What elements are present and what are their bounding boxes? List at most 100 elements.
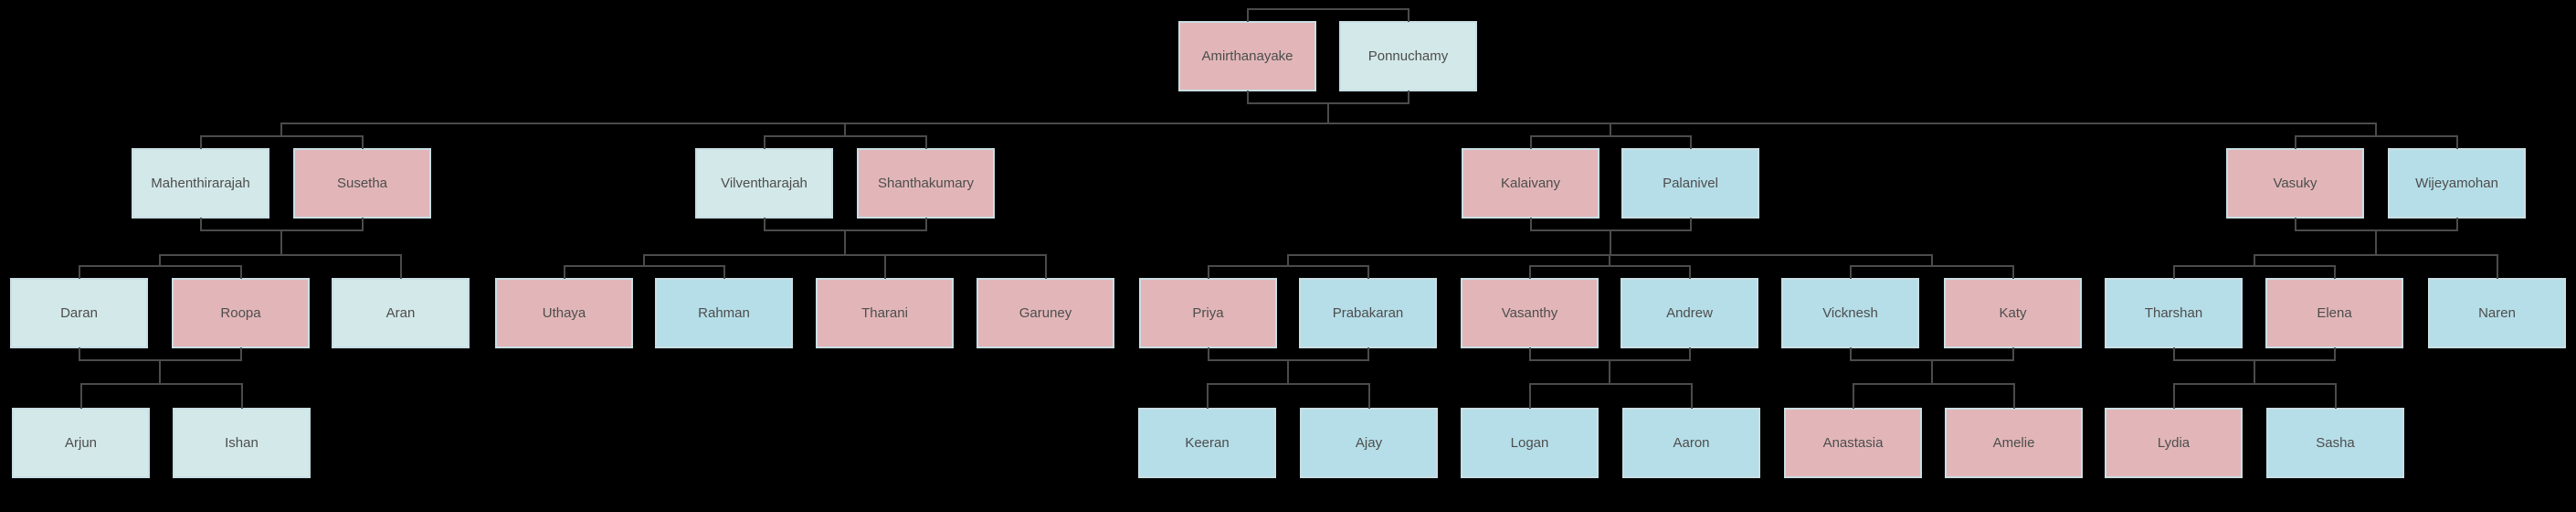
connector-line bbox=[883, 254, 886, 279]
connector-line bbox=[1367, 265, 1369, 279]
person-node-vicknesh[interactable]: Vicknesh bbox=[1781, 278, 1919, 348]
person-name-label: Rahman bbox=[698, 305, 750, 321]
connector-line bbox=[1528, 383, 1531, 409]
person-node-amirthanayake[interactable]: Amirthanayake bbox=[1178, 21, 1316, 91]
person-node-naren[interactable]: Naren bbox=[2428, 278, 2566, 348]
person-name-label: Katy bbox=[1999, 305, 2027, 321]
connector-line bbox=[78, 347, 80, 361]
connector-line bbox=[763, 218, 765, 231]
person-node-wijeyamohan[interactable]: Wijeyamohan bbox=[2388, 148, 2526, 219]
connector-line bbox=[1206, 383, 1209, 409]
connector-line bbox=[1610, 123, 1611, 137]
connector-line bbox=[199, 135, 202, 149]
connector-line bbox=[844, 229, 846, 256]
connector-line bbox=[1688, 265, 1691, 279]
connector-line bbox=[2253, 254, 2498, 256]
connector-line bbox=[1407, 91, 1409, 104]
connector-line bbox=[1930, 254, 1933, 267]
connector-line bbox=[2333, 265, 2336, 279]
person-name-label: Keeran bbox=[1185, 435, 1230, 451]
person-node-shanthakumary[interactable]: Shanthakumary bbox=[857, 148, 995, 219]
person-node-kalaivany[interactable]: Kalaivany bbox=[1462, 148, 1599, 219]
person-node-vasanthy[interactable]: Vasanthy bbox=[1461, 278, 1599, 348]
person-name-label: Logan bbox=[1510, 435, 1549, 451]
person-node-andrew[interactable]: Andrew bbox=[1621, 278, 1758, 348]
person-node-logan[interactable]: Logan bbox=[1461, 408, 1599, 478]
person-node-uthaya[interactable]: Uthaya bbox=[495, 278, 633, 348]
connector-line bbox=[1528, 265, 1531, 279]
person-name-label: Vicknesh bbox=[1822, 305, 1878, 321]
person-node-prabakaran[interactable]: Prabakaran bbox=[1299, 278, 1437, 348]
person-node-garuney[interactable]: Garuney bbox=[977, 278, 1114, 348]
person-name-label: Sasha bbox=[2316, 435, 2355, 451]
connector-line bbox=[2334, 383, 2337, 409]
person-name-label: Susetha bbox=[336, 176, 388, 191]
person-node-mahenthirarajah[interactable]: Mahenthirarajah bbox=[132, 148, 269, 219]
person-name-label: Lydia bbox=[2157, 435, 2191, 451]
person-node-tharshan[interactable]: Tharshan bbox=[2105, 278, 2243, 348]
connector-line bbox=[1689, 135, 1692, 149]
person-node-ishan[interactable]: Ishan bbox=[173, 408, 311, 478]
person-node-ajay[interactable]: Ajay bbox=[1300, 408, 1438, 478]
person-node-aaron[interactable]: Aaron bbox=[1622, 408, 1760, 478]
person-node-lydia[interactable]: Lydia bbox=[2105, 408, 2243, 478]
person-node-amelie[interactable]: Amelie bbox=[1945, 408, 2083, 478]
connector-line bbox=[1367, 347, 1369, 361]
connector-line bbox=[844, 123, 846, 137]
person-node-arjun[interactable]: Arjun bbox=[12, 408, 150, 478]
connector-line bbox=[2012, 383, 2015, 409]
connector-line bbox=[1529, 218, 1532, 231]
person-node-katy[interactable]: Katy bbox=[1944, 278, 2082, 348]
person-node-daran[interactable]: Daran bbox=[10, 278, 148, 348]
connector-line bbox=[1688, 347, 1691, 361]
person-name-label: Kalaivany bbox=[1500, 176, 1561, 191]
person-node-tharani[interactable]: Tharani bbox=[816, 278, 954, 348]
person-node-keeran[interactable]: Keeran bbox=[1138, 408, 1276, 478]
connector-line bbox=[2294, 135, 2296, 149]
connector-line bbox=[1206, 383, 1370, 385]
connector-line bbox=[1529, 135, 1532, 149]
person-node-elena[interactable]: Elena bbox=[2265, 278, 2403, 348]
connector-line bbox=[1207, 265, 1209, 279]
connector-line bbox=[1044, 254, 1047, 279]
connector-line bbox=[2253, 359, 2255, 385]
connector-line bbox=[1610, 229, 1611, 256]
connector-line bbox=[1852, 383, 2015, 385]
person-node-vilventharajah[interactable]: Vilventharajah bbox=[695, 148, 833, 219]
connector-line bbox=[643, 254, 645, 267]
person-node-ponnuchamy[interactable]: Ponnuchamy bbox=[1339, 21, 1477, 91]
person-name-label: Mahenthirarajah bbox=[151, 176, 250, 191]
connector-line bbox=[1690, 383, 1693, 409]
person-node-vasuky[interactable]: Vasuky bbox=[2226, 148, 2364, 219]
connector-line bbox=[2011, 265, 2014, 279]
person-node-roopa[interactable]: Roopa bbox=[172, 278, 310, 348]
connector-line bbox=[2011, 347, 2014, 361]
person-node-priya[interactable]: Priya bbox=[1139, 278, 1277, 348]
person-name-label: Priya bbox=[1192, 305, 1224, 321]
connector-line bbox=[239, 265, 242, 279]
connector-line bbox=[1689, 218, 1692, 231]
person-node-anastasia[interactable]: Anastasia bbox=[1784, 408, 1922, 478]
person-name-label: Tharani bbox=[861, 305, 908, 321]
person-name-label: Amirthanayake bbox=[1201, 48, 1293, 64]
person-node-aran[interactable]: Aran bbox=[332, 278, 470, 348]
person-name-label: Shanthakumary bbox=[877, 176, 975, 191]
connector-line bbox=[79, 383, 243, 385]
connector-line bbox=[1852, 383, 1854, 409]
connector-line bbox=[2455, 218, 2458, 231]
person-node-sasha[interactable]: Sasha bbox=[2266, 408, 2404, 478]
connector-line bbox=[924, 135, 927, 149]
person-name-label: Vilventharajah bbox=[721, 176, 808, 191]
person-node-rahman[interactable]: Rahman bbox=[655, 278, 793, 348]
person-name-label: Aaron bbox=[1673, 435, 1710, 451]
person-node-palanivel[interactable]: Palanivel bbox=[1621, 148, 1759, 219]
connector-line bbox=[2333, 347, 2336, 361]
connector-line bbox=[1367, 383, 1370, 409]
connector-line bbox=[1849, 347, 1852, 361]
connector-line bbox=[199, 218, 202, 231]
person-node-susetha[interactable]: Susetha bbox=[293, 148, 431, 219]
connector-line bbox=[239, 347, 242, 361]
person-name-label: Wijeyamohan bbox=[2415, 176, 2498, 191]
connector-line bbox=[240, 383, 243, 409]
person-name-label: Vasanthy bbox=[1501, 305, 1558, 321]
